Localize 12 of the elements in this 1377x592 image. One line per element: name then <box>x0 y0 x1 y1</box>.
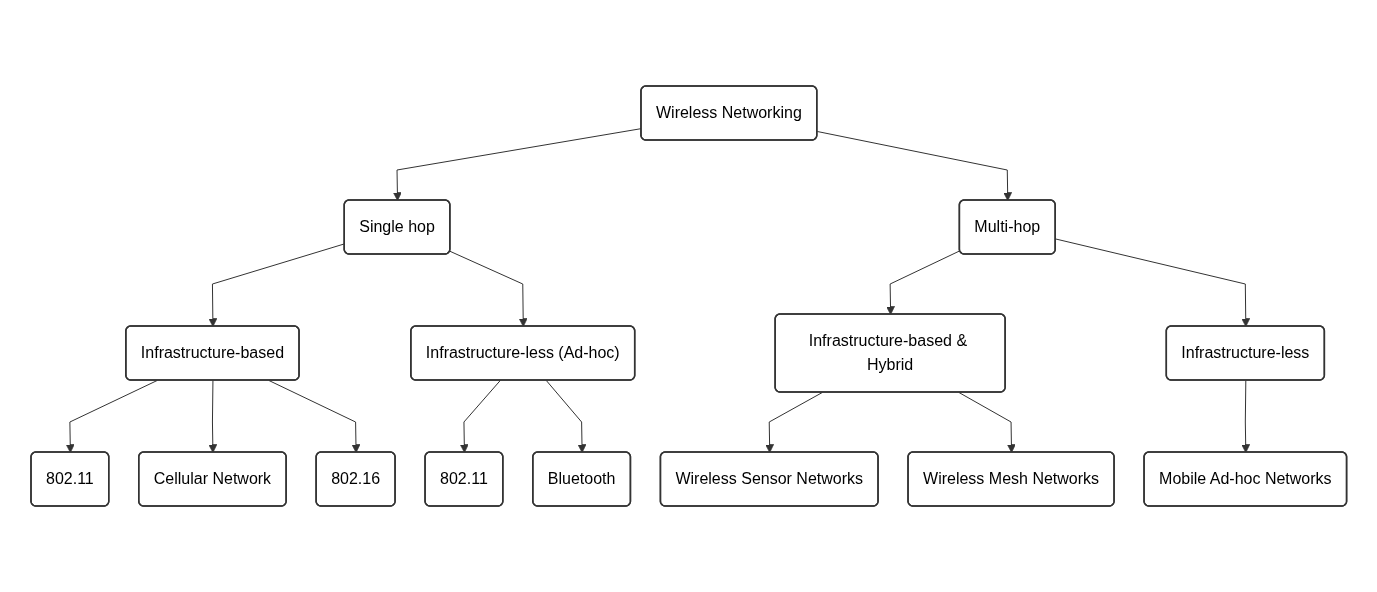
arrow <box>449 250 528 327</box>
arrow <box>65 380 158 453</box>
arrow <box>1054 238 1250 327</box>
arrow <box>208 380 217 453</box>
arrow <box>459 380 501 453</box>
arrow <box>268 380 361 453</box>
arrow <box>545 380 587 453</box>
arrow <box>1241 380 1250 453</box>
arrow <box>764 392 823 453</box>
arrow <box>885 250 961 315</box>
arrow <box>816 131 1012 201</box>
arrow <box>958 392 1016 453</box>
